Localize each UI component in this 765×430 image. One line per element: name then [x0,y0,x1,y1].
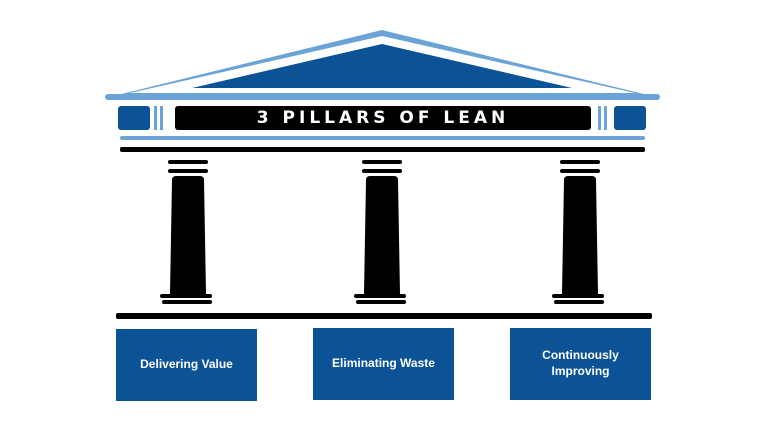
column-3 [552,160,604,304]
entablature-line-dark [120,147,645,152]
entablature-left-block [118,106,150,130]
temple-base-line [116,313,652,319]
entablature-right-bar2 [604,106,607,130]
entablature-left-bar1 [154,106,157,130]
entablature-right-block [614,106,646,130]
title-band [175,106,591,130]
pillar-label-eliminating-waste: Eliminating Waste [313,328,454,400]
roof-base [105,94,660,100]
entablature-line-light [120,136,645,140]
entablature-right-bar1 [598,106,601,130]
roof-pediment [192,44,572,88]
column-1 [160,160,212,304]
pillar-label-delivering-value: Delivering Value [116,329,257,401]
column-2 [354,160,406,304]
pillar-label-continuously-improving: Continuously Improving [510,328,651,400]
diagram-title: 3 PILLARS OF LEAN [256,108,510,128]
entablature-left-bar2 [160,106,163,130]
